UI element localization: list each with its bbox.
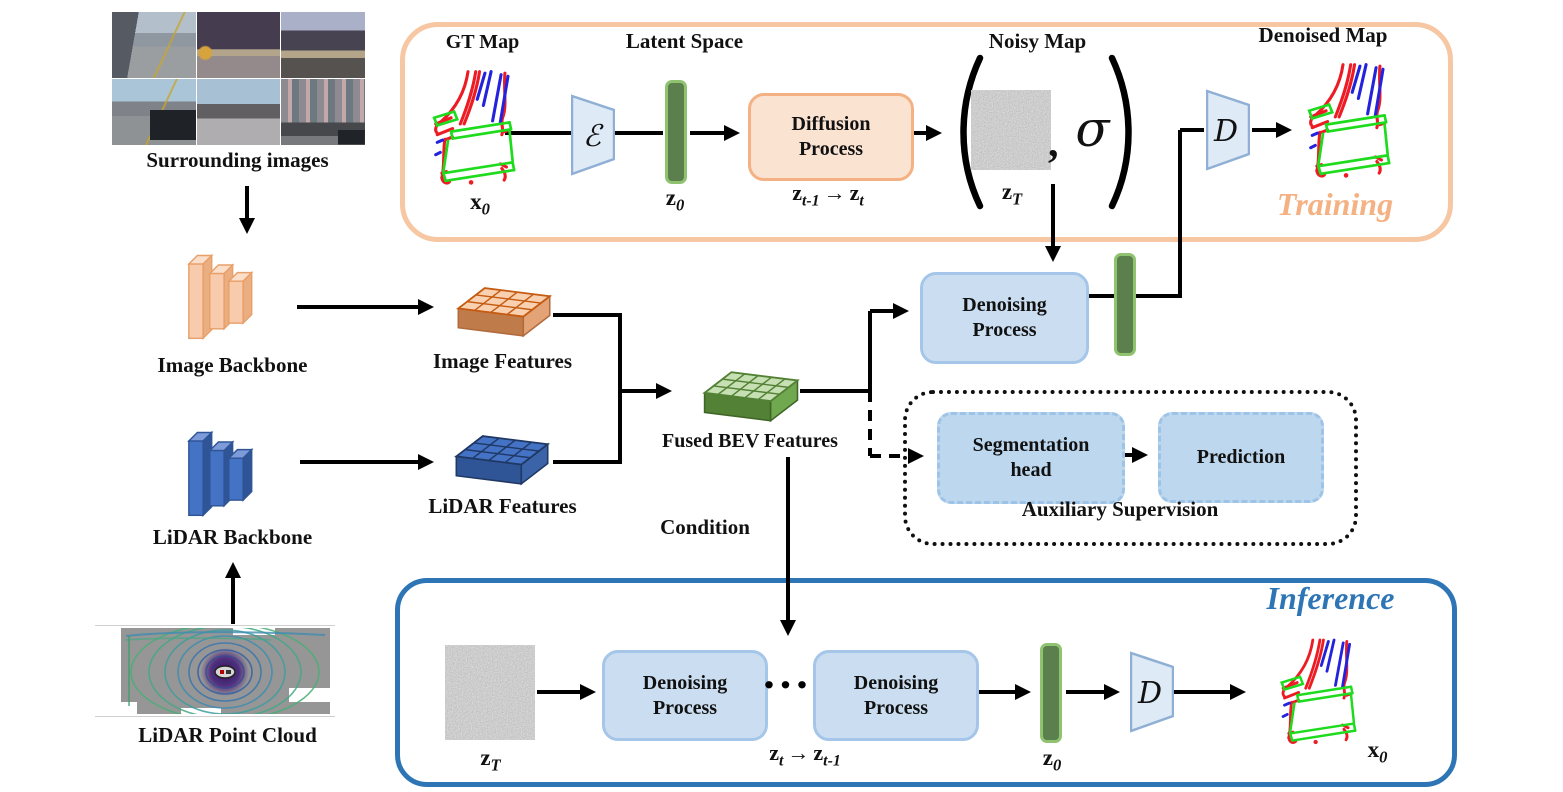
camera-image-front [196, 12, 281, 78]
prediction-box: Prediction [1158, 412, 1324, 503]
den1-line1: Denoising [642, 671, 728, 694]
x0-inference-label: x0 [1350, 738, 1405, 766]
zT-train-label: zT [972, 180, 1052, 208]
training-region-box [400, 22, 1453, 242]
latent-space-label: Latent Space [625, 29, 744, 53]
noisy-latent-image-train [971, 90, 1051, 170]
zT-inference-label: zT [448, 746, 533, 774]
z0-sub: 0 [675, 195, 685, 215]
denoised-map-label: Denoised Map [1258, 23, 1388, 47]
den2-line1: Denoising [853, 671, 939, 694]
surrounding-images-montage [112, 12, 365, 145]
lidar-features-label: LiDAR Features [428, 494, 577, 518]
x0-train-label: x0 [440, 190, 520, 218]
encoder-symbol: ℰ [583, 119, 604, 154]
latent-z0-bar-inference [1040, 643, 1062, 743]
fused-bev-features-icon [702, 371, 800, 423]
denoising-process-box-2: Denoising Process [813, 650, 979, 741]
lidar-point-cloud-image [121, 628, 330, 714]
trans-b2: z [849, 180, 860, 205]
zT-inf-sub: T [490, 755, 501, 775]
gt-map-label: GT Map [445, 31, 520, 53]
image-backbone-icon [187, 253, 254, 341]
seg-line1: Segmentation [972, 434, 1090, 456]
x0-inf-base: x [1367, 737, 1380, 762]
diffusion-line2: Process [798, 138, 864, 160]
lidar-backbone-icon [187, 430, 254, 518]
zT-inf-base: z [480, 745, 491, 770]
pointcloud-frame-bottom [95, 716, 335, 717]
training-word: Training [1276, 186, 1394, 222]
lidar-backbone-label: LiDAR Backbone [152, 525, 313, 549]
z0-inf-base: z [1042, 745, 1053, 770]
trans-arrow: → [823, 180, 846, 205]
pointcloud-frame-top [95, 625, 335, 626]
z0-inference-label: z0 [1026, 746, 1078, 774]
denoising-main-line2: Process [972, 319, 1037, 341]
sigma-symbol: σ [1075, 100, 1110, 158]
prediction-label: Prediction [1196, 446, 1286, 468]
latent-bar-denoise-out [1114, 253, 1136, 356]
camera-image-back-left [112, 79, 196, 145]
trans-inf-s2: t-1 [823, 752, 841, 770]
camera-image-back [196, 79, 281, 145]
encoder-trapezoid: ℰ [571, 94, 615, 176]
denoising-main-line1: Denoising [962, 294, 1047, 316]
trans-inf-b1: z [769, 740, 779, 765]
camera-image-front-right [281, 12, 365, 78]
noisy-latent-image-inference [445, 645, 535, 740]
x0-inf-sub: 0 [1379, 747, 1388, 767]
lidar-features-icon [453, 435, 551, 486]
image-backbone-label: Image Backbone [157, 353, 308, 377]
trans-s2: t [859, 192, 864, 210]
zT-base: z [1001, 179, 1013, 204]
condition-label: Condition [660, 515, 750, 539]
comma-glyph: , [1048, 120, 1059, 166]
x0-base: x [470, 189, 482, 214]
den2-line2: Process [863, 696, 929, 719]
x0-sub: 0 [481, 199, 490, 219]
latent-z0-bar-train [665, 80, 687, 184]
zT-sub: T [1012, 189, 1023, 209]
camera-image-back-right [281, 79, 365, 145]
decoder-symbol-inference: D [1137, 676, 1162, 711]
decoder-trapezoid-train: D [1206, 89, 1250, 171]
inference-word: Inference [1266, 580, 1395, 616]
image-features-icon [455, 287, 553, 338]
denoising-process-box-main: Denoising Process [920, 272, 1089, 364]
z0-inf-sub: 0 [1052, 755, 1062, 775]
inference-region-box [395, 578, 1457, 787]
z0-train-label: z0 [645, 186, 705, 214]
auxiliary-supervision-label: Auxiliary Supervision [1021, 497, 1219, 521]
diffusion-line1: Diffusion [791, 113, 871, 135]
trans-b1: z [792, 180, 802, 205]
noisy-map-label: Noisy Map [988, 29, 1087, 53]
denoised-map-image [1307, 63, 1391, 180]
fused-bev-label: Fused BEV Features [662, 430, 838, 452]
den1-line2: Process [652, 696, 718, 719]
decoder-trapezoid-inference: D [1130, 651, 1174, 733]
trans-inf-s1: t [779, 752, 784, 770]
lidar-point-cloud-label: LiDAR Point Cloud [138, 723, 317, 747]
trans-inf-arrow: → [787, 740, 810, 765]
diffusion-process-box: Diffusion Process [748, 93, 914, 181]
zt-transition-inference: zt→zt-1 [725, 742, 885, 769]
ellipsis-dots: ... [763, 647, 813, 698]
surrounding-images-label: Surrounding images [146, 148, 329, 172]
z0-base: z [665, 185, 676, 210]
seg-line2: head [1010, 459, 1052, 481]
decoder-symbol-train: D [1213, 114, 1238, 149]
zt-transition-train: zt-1→zt [742, 182, 914, 209]
gt-map-image [432, 70, 516, 187]
trans-s1: t-1 [802, 192, 820, 210]
image-features-label: Image Features [433, 349, 572, 373]
trans-inf-b2: z [813, 740, 824, 765]
denoising-process-box-1: Denoising Process [602, 650, 768, 741]
auxiliary-supervision-box [903, 390, 1358, 546]
segmentation-head-box: Segmentation head [937, 412, 1125, 504]
camera-image-front-left [112, 12, 196, 78]
